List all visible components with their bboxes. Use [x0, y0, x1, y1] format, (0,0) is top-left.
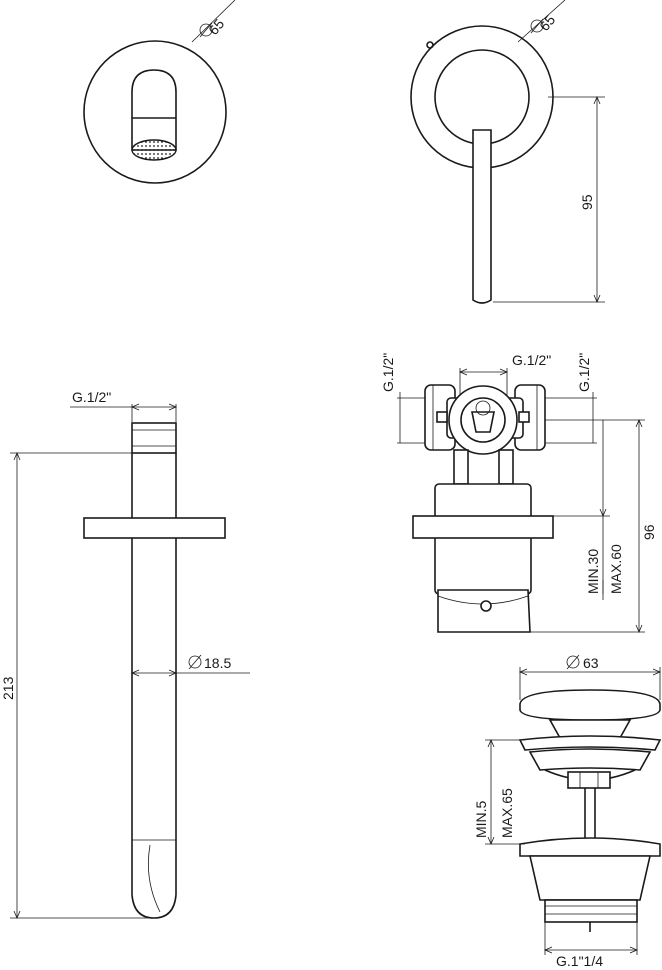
handle-height-label: 95	[579, 194, 595, 210]
waste-max-label: MAX.65	[499, 788, 515, 838]
body-thread-right-label: G.1/2"	[576, 353, 592, 392]
spout-length-label: 213	[0, 676, 16, 700]
body-thread-top-label: G.1/2"	[512, 352, 551, 368]
spout-front-view: 65	[83, 0, 236, 184]
spout-thread-label: G.1/2"	[72, 389, 111, 405]
dia-handle-flange-label: 65	[536, 12, 558, 34]
body-thread-left-label: G.1/2"	[380, 353, 396, 392]
body-depth-label: 96	[641, 524, 657, 540]
mixer-body-view: G.1/2" G.1/2" G.1/2" 96 MIN.30 MAX.60	[380, 352, 657, 634]
waste-thread-label: G.1"1/4	[556, 953, 603, 969]
waste-view: 63 MIN.5 MAX.65 G.1"1/4	[473, 654, 662, 969]
body-wall-max-label: MAX.60	[608, 544, 624, 594]
diameter-symbol-icon	[566, 654, 580, 670]
diameter-symbol-icon	[188, 654, 202, 670]
handle-front-view: 95 65	[410, 0, 605, 304]
waste-min-label: MIN.5	[473, 800, 489, 838]
waste-dia-label: 63	[583, 655, 599, 671]
spout-dia-label: 18.5	[204, 655, 231, 671]
spout-side-view: G.1/2" 213 18.5	[0, 389, 250, 920]
dia-spout-flange-label: 65	[205, 16, 227, 38]
body-wall-min-label: MIN.30	[585, 549, 601, 594]
diameter-symbol-icon	[530, 18, 544, 34]
diameter-symbol-icon	[199, 22, 213, 38]
